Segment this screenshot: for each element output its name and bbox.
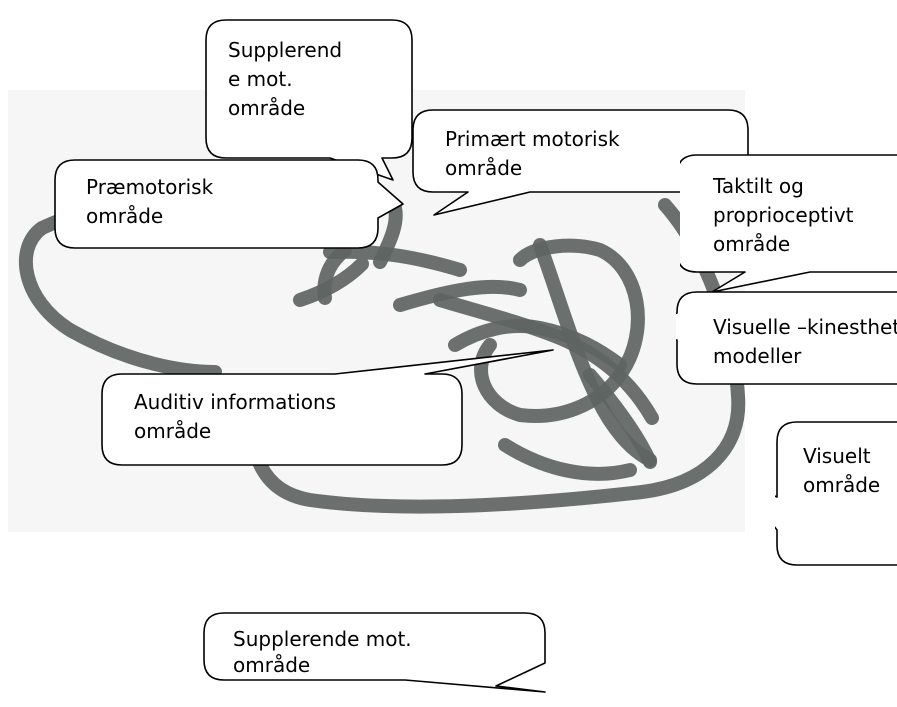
auditory-line-1: Auditiv informations (134, 390, 336, 414)
visual-kinesthetic-line-1: Visuelle –kinesthetiske (713, 315, 897, 339)
tactile-line-2: proprioceptivt (713, 203, 854, 227)
primary-motor-line-1: Primært motorisk (445, 127, 620, 151)
supplementary-motor-top-line-2: e mot. (228, 67, 293, 91)
visual-kinesthetic-line-2: modeller (713, 344, 802, 368)
supplementary-motor-top-line-3: område (228, 96, 305, 120)
supplementary-motor-top-line-1: Supplerend (228, 38, 342, 62)
visual-line-1: Visuelt (803, 444, 871, 468)
callout-visual: Visuelt område (737, 422, 897, 565)
visual-line-2: område (803, 473, 880, 497)
auditory-line-2: område (134, 419, 211, 443)
premotor-line-2: område (86, 204, 163, 228)
supplementary-motor-bottom-line-1: Supplerende mot. (233, 627, 412, 651)
tactile-line-3: område (713, 232, 790, 256)
supplementary-motor-bottom-line-2: område (233, 653, 310, 677)
callout-tactile: Taktilt og proprioceptivt område (677, 155, 897, 292)
premotor-line-1: Præmotorisk (86, 175, 214, 199)
primary-motor-line-2: område (445, 156, 522, 180)
callout-premotor: Præmotorisk område (55, 160, 403, 248)
tactile-line-1: Taktilt og (712, 174, 804, 198)
callout-supplementary-motor-top: Supplerend e mot. område (206, 20, 412, 180)
callout-supplementary-motor-bottom: Supplerende mot. område (204, 613, 545, 692)
